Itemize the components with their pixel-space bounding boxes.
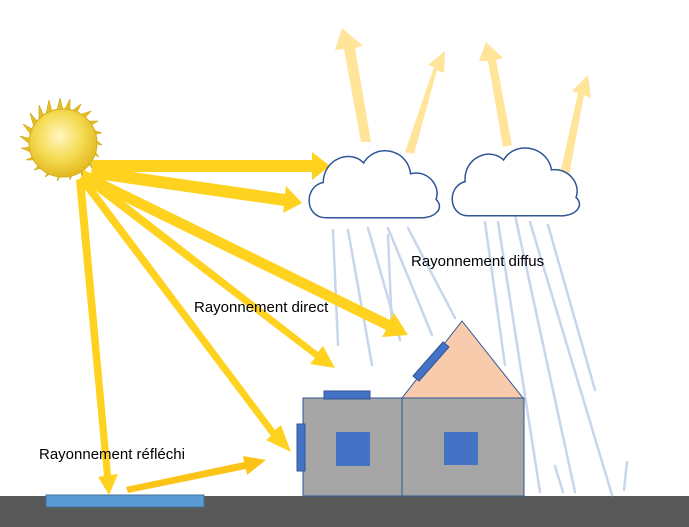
- upward-rays: [335, 28, 591, 176]
- upward-arrow: [560, 75, 591, 176]
- ray-arrow-cloud-1: [92, 152, 330, 180]
- ray-arrow-cloud-2: [90, 166, 302, 213]
- window-left: [336, 432, 370, 466]
- diffuse-rays: [331, 213, 629, 497]
- ground-reflector: [45, 494, 205, 508]
- sun-icon: [19, 97, 103, 182]
- label-diffus: Rayonnement diffus: [411, 253, 544, 270]
- upward-arrow: [479, 42, 512, 147]
- label-direct: Rayonnement direct: [194, 299, 329, 316]
- ray-arrow-wall: [78, 175, 291, 452]
- solar-panel-icon: [323, 390, 371, 400]
- solar-panel-icon: [412, 341, 450, 382]
- solar-panel-icon: [296, 423, 306, 472]
- ray-arrow-roof: [80, 170, 408, 337]
- cloud-icon: [451, 147, 581, 217]
- house-icon: [302, 320, 525, 497]
- direct-rays: [76, 152, 408, 495]
- upward-arrow: [335, 28, 371, 142]
- cloud-icon: [308, 150, 441, 219]
- label-reflechi: Rayonnement réfléchi: [39, 446, 185, 463]
- reflected-ray-arrow: [126, 456, 266, 493]
- upward-arrow: [405, 51, 445, 154]
- window-right: [444, 432, 478, 465]
- ray-arrow-panel: [82, 172, 335, 368]
- ray-arrow-ground: [76, 178, 118, 495]
- sun-core: [28, 108, 98, 178]
